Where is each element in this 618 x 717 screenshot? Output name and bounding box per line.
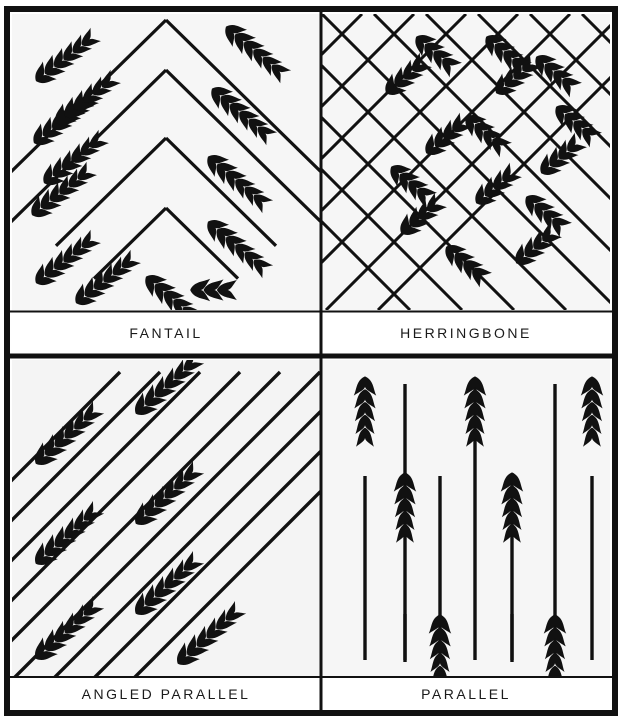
caption-parallel: PARALLEL xyxy=(421,686,511,702)
caption-herringbone: HERRINGBONE xyxy=(400,325,532,341)
caption-fantail: FANTAIL xyxy=(129,325,202,341)
caption-angled-parallel: ANGLED PARALLEL xyxy=(82,686,251,702)
